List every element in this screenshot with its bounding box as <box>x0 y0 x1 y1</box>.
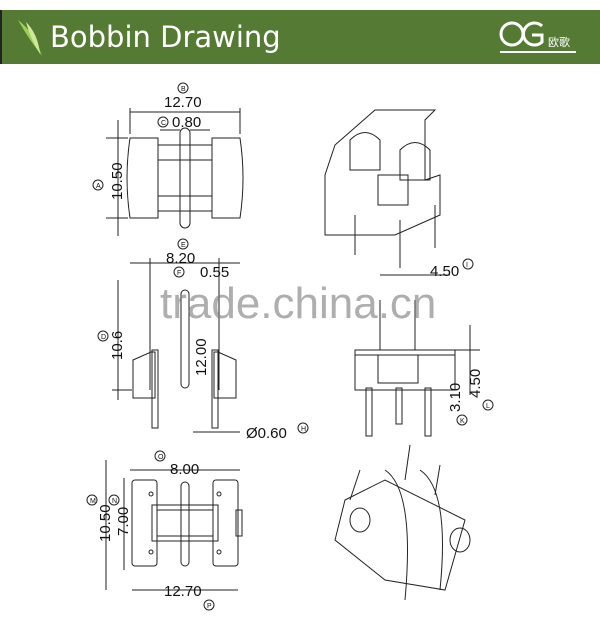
isometric-view-top <box>324 109 441 268</box>
isometric-view-bottom <box>334 444 471 601</box>
dim-h-value: Ø0.60 <box>246 425 287 442</box>
watermark: trade.china.cn <box>160 279 437 328</box>
dim-a-mark: A <box>96 183 101 190</box>
dim-a-value: 10.50 <box>109 162 126 200</box>
dim-n-mark: N <box>112 498 117 505</box>
dim-k-mark: K <box>460 418 465 425</box>
brand-logo: 欧歌 <box>498 16 578 58</box>
dim-e-value: 8.20 <box>166 250 195 267</box>
dim-d-value: 10.6 <box>109 331 126 360</box>
header-banner: Bobbin Drawing 欧歌 <box>0 10 600 64</box>
dim-l-value: 4.50 <box>467 369 484 398</box>
bottom-view: 8.00 O 10.50 M 7.00 N 12.70 P <box>86 450 243 611</box>
dim-g-value: 12.00 <box>193 338 210 376</box>
dim-n-value: 7.00 <box>115 507 132 536</box>
dim-b-mark: B <box>181 86 186 93</box>
dim-d-mark: D <box>101 334 106 341</box>
dim-p-mark: P <box>207 603 212 610</box>
dim-o-mark: O <box>158 454 164 461</box>
dim-l-mark: L <box>486 403 490 410</box>
dim-h-mark: H <box>301 426 306 433</box>
dim-f-value: 0.55 <box>200 264 229 281</box>
page-title: Bobbin Drawing <box>50 20 281 54</box>
logo-cn-text: 欧歌 <box>548 35 570 49</box>
dim-c-mark: C <box>161 120 166 127</box>
dim-o-value: 8.00 <box>170 461 199 478</box>
dim-c-value: 0.80 <box>172 114 201 131</box>
side-view: 8.20 E F 0.55 10.6 D 12.00 Ø0.60 H <box>97 238 309 442</box>
dim-i-value: 4.50 <box>430 263 459 280</box>
leaf-icon <box>18 20 42 56</box>
dim-k-value: 3.10 <box>447 383 464 412</box>
front-view: 12.70 B 0.80 C 10.50 A <box>92 82 244 236</box>
end-view: 4.50 I 3.10 K 4.50 L <box>354 258 494 437</box>
dim-m-value: 10.50 <box>97 504 114 542</box>
dim-f-mark: F <box>177 270 181 277</box>
dim-m-mark: M <box>90 498 96 505</box>
dim-e-mark: E <box>181 242 186 249</box>
dim-b-value: 12.70 <box>164 94 202 111</box>
dim-i-mark: I <box>466 262 468 269</box>
dim-p-value: 12.70 <box>164 583 202 600</box>
